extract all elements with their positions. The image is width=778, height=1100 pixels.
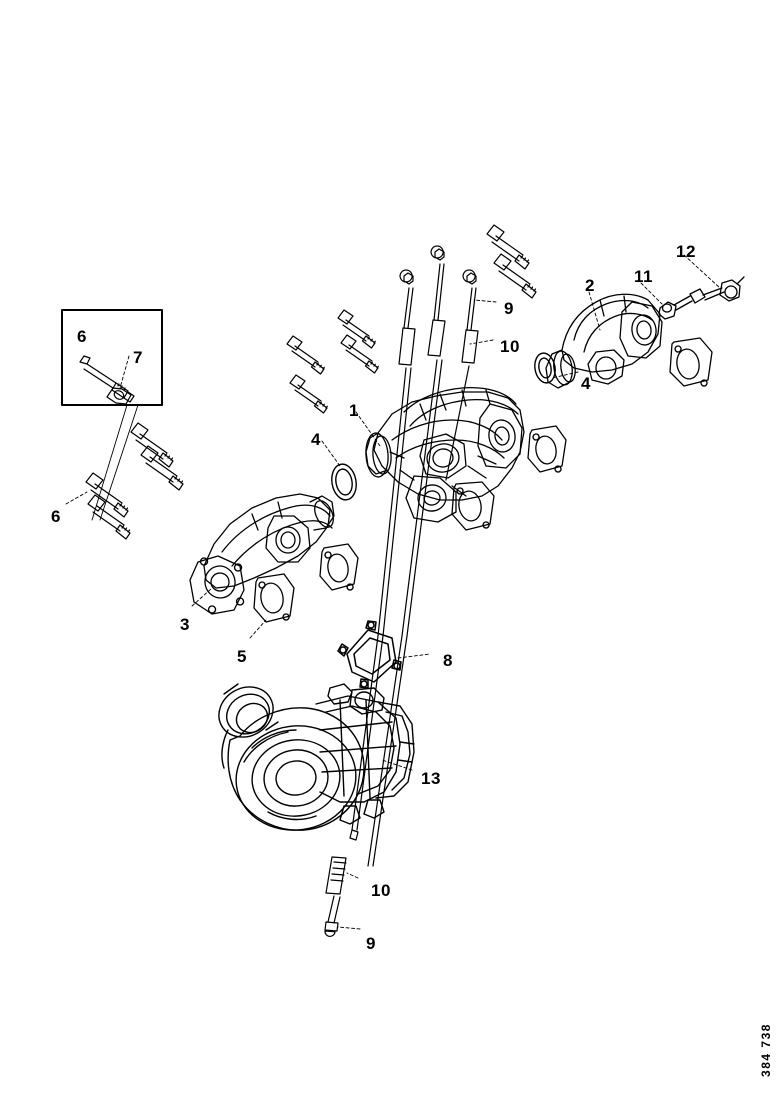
callout-label-9a: 9 [504, 299, 514, 318]
callout-label-6a: 6 [77, 327, 87, 346]
wastegate-linkage [658, 276, 745, 320]
callout-label-9b: 9 [366, 934, 376, 953]
stud-group-left [85, 422, 184, 540]
turbo-stud-small [349, 829, 359, 841]
gasket-center-lower [451, 481, 495, 531]
figure-code-text: 384 738 [759, 1023, 773, 1077]
callout-label-11: 11 [634, 267, 653, 286]
gasket-extra-left [319, 543, 359, 591]
callout-label-10a: 10 [500, 337, 520, 356]
gasket-turbo-mount [337, 620, 402, 689]
callout-label-12: 12 [676, 242, 696, 261]
sealing-ring-rear [534, 352, 556, 384]
manifold-center [365, 386, 525, 523]
detail-inset-box [61, 309, 163, 406]
callout-label-6b: 6 [51, 507, 61, 526]
stud-group-upper-left [286, 309, 379, 414]
callout-label-5: 5 [237, 647, 247, 666]
gasket-center-right-upper [527, 425, 567, 473]
callout-label-10b: 10 [371, 881, 391, 900]
long-bolt-assembly-c [445, 269, 479, 481]
callout-label-8: 8 [443, 651, 453, 670]
manifold-front [189, 493, 335, 615]
callout-label-4a: 4 [311, 430, 321, 449]
stud-group-top-right [486, 224, 537, 299]
callout-label-2: 2 [585, 276, 595, 295]
callout-label-3: 3 [180, 615, 190, 634]
callout-label-7: 7 [133, 348, 143, 367]
turbocharger [218, 683, 415, 831]
gasket-rear [669, 337, 713, 387]
callout-label-4b: 4 [581, 374, 591, 393]
inset-nut [106, 387, 135, 405]
long-bolt-assembly-a [377, 269, 416, 637]
manifold-rear [545, 293, 663, 389]
callout-label-1: 1 [349, 401, 359, 420]
sealing-ring-center [331, 463, 357, 501]
bottom-bolt-assembly [324, 856, 347, 937]
figure-code: 384 738 [756, 1010, 776, 1090]
callout-label-13: 13 [421, 769, 441, 788]
gasket-front [253, 573, 295, 623]
